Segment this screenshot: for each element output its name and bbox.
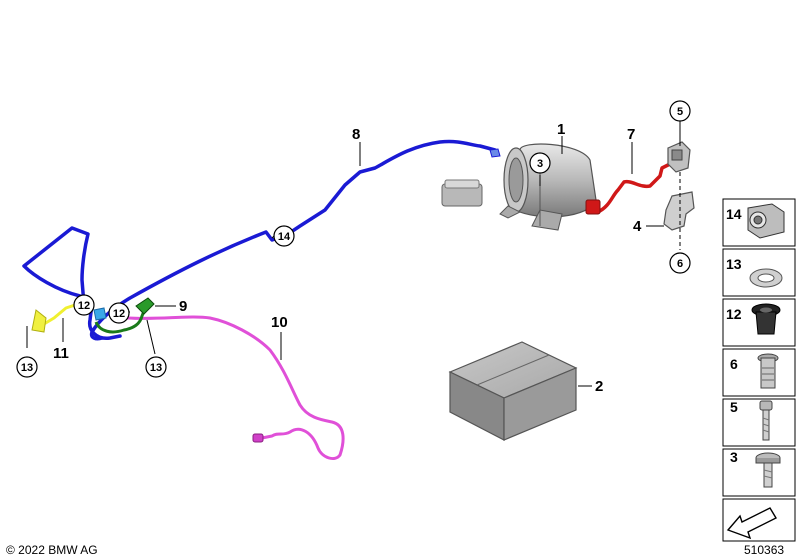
callout-7: 7 (627, 126, 635, 143)
sidebar-item-label: 6 (730, 356, 738, 372)
svg-text:12: 12 (78, 300, 90, 312)
pipe-line-10 (126, 315, 345, 460)
sidebar-item-5[interactable]: 5 (722, 398, 796, 447)
callout-10: 10 (271, 314, 288, 331)
sidebar-item-label: 3 (730, 449, 738, 465)
sidebar-item-13[interactable]: 13 (722, 248, 796, 297)
callout-2: 2 (595, 378, 603, 395)
sidebar-item-6[interactable]: 6 (722, 348, 796, 397)
sidebar-item-label: 14 (726, 206, 742, 222)
sidebar-item-label: 5 (730, 399, 738, 415)
pipe-line-9 (94, 297, 155, 334)
diagram-number: 510363 (744, 543, 784, 557)
clip-icon (747, 203, 785, 239)
sidebar-item-label: 13 (726, 256, 742, 272)
arrow-icon (726, 507, 777, 540)
copyright-text: © 2022 BMW AG (6, 543, 98, 557)
callout-14: 14 (273, 225, 295, 247)
svg-text:14: 14 (278, 231, 291, 243)
washer-icon (749, 268, 783, 288)
grommet-icon (751, 303, 781, 335)
callout-8: 8 (352, 126, 360, 143)
tank-part-1 (441, 143, 601, 231)
svg-text:13: 13 (21, 362, 33, 374)
callout-13-right: 13 (145, 356, 167, 378)
svg-text:3: 3 (537, 158, 543, 170)
callout-1: 1 (557, 121, 565, 138)
connector-part (93, 307, 107, 321)
callout-12-left: 12 (73, 294, 95, 316)
rivet-nut-icon (757, 353, 779, 389)
pipe-line-7 (596, 162, 672, 214)
screw-icon (755, 452, 781, 488)
sidebar-item-3[interactable]: 3 (722, 448, 796, 497)
callout-13-left: 13 (16, 356, 38, 378)
callout-12-right: 12 (108, 302, 130, 324)
sidebar-item-12[interactable]: 12 (722, 298, 796, 347)
box-part-2 (448, 341, 578, 441)
callout-4: 4 (633, 218, 642, 235)
callout-9: 9 (179, 298, 187, 315)
svg-text:12: 12 (113, 308, 125, 320)
bracket-part (663, 120, 695, 250)
callout-5: 5 (669, 100, 691, 122)
callout-3: 3 (529, 152, 551, 174)
bolt-icon (759, 400, 773, 441)
svg-text:5: 5 (677, 106, 683, 118)
sidebar-item-label: 12 (726, 306, 742, 322)
pipe-line-8 (22, 139, 501, 341)
sidebar-item-arrow[interactable] (722, 498, 796, 542)
svg-text:6: 6 (677, 258, 683, 270)
callout-11: 11 (53, 345, 69, 362)
callout-6: 6 (669, 252, 691, 274)
sidebar-item-14[interactable]: 14 (722, 198, 796, 247)
parts-sidebar: 14 13 12 (722, 198, 796, 542)
svg-text:13: 13 (150, 362, 162, 374)
